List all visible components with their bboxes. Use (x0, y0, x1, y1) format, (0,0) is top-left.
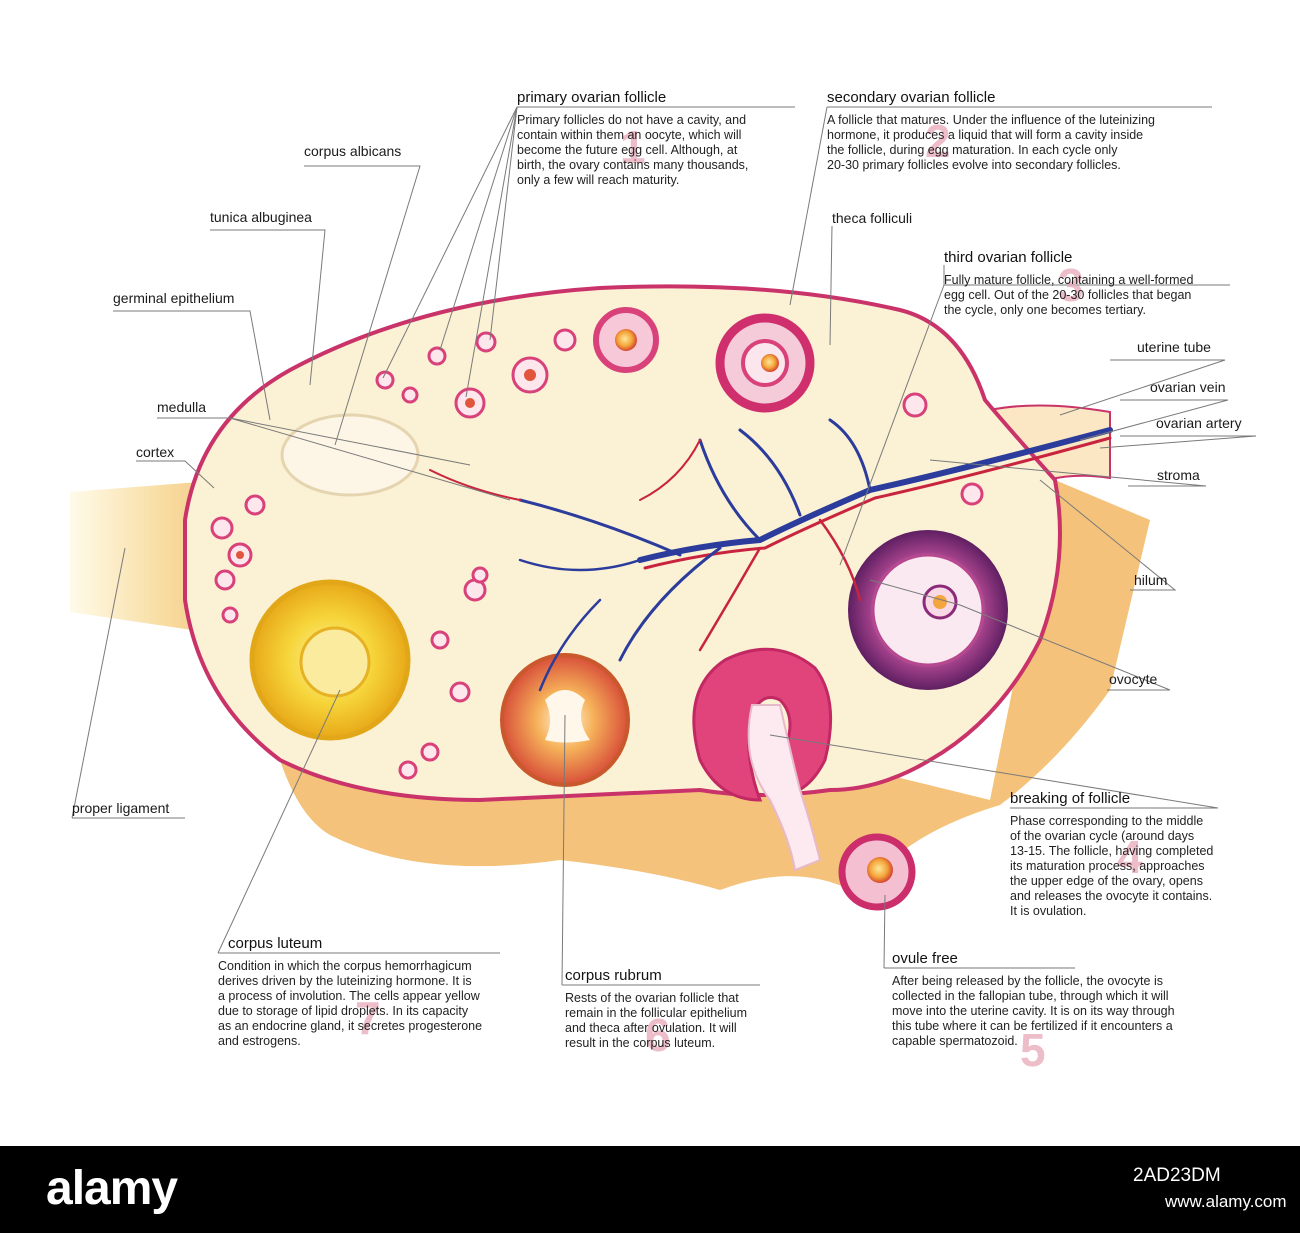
secondary-follicle-description: A follicle that matures. Under the influ… (827, 113, 1155, 172)
stage-number-6: 6 (645, 1009, 671, 1061)
primary-follicle-description: Primary follicles do not have a cavity, … (517, 113, 749, 187)
third-follicle-description: Fully mature follicle, containing a well… (944, 273, 1194, 317)
breaking-follicle-title: breaking of follicle (1010, 790, 1131, 807)
corpus-luteum-description: Condition in which the corpus hemorrhagi… (218, 959, 483, 1048)
stage-number-4: 4 (1117, 831, 1143, 883)
leader-lines (71, 106, 1257, 986)
ovarian-vessels (429, 418, 1113, 692)
corpus-rubrum-title: corpus rubrum (565, 967, 662, 984)
stage-number-1: 1 (620, 121, 646, 173)
label-ovarian-vein: ovarian vein (1150, 379, 1226, 395)
label-tunica-albuginea: tunica albuginea (210, 209, 312, 225)
label-medulla: medulla (157, 399, 207, 415)
stage-number-5: 5 (1020, 1024, 1046, 1076)
corpus-luteum-title: corpus luteum (228, 935, 323, 952)
ovule-free-description: After being released by the follicle, th… (892, 974, 1175, 1048)
ovary-diagram: corpus albicans tunica albuginea germina… (70, 89, 1257, 1076)
image-id: 2AD23DM (1133, 1165, 1221, 1186)
label-hilum: hilum (1134, 572, 1168, 588)
stage-number-7: 7 (355, 992, 381, 1044)
label-corpus-albicans: corpus albicans (304, 143, 402, 159)
primary-follicle-title: primary ovarian follicle (517, 89, 667, 106)
stage-number-2: 2 (925, 115, 951, 167)
label-cortex: cortex (136, 444, 175, 460)
label-germinal-epithelium: germinal epithelium (113, 290, 235, 306)
alamy-logo: alamy (46, 1162, 178, 1215)
label-theca-folliculi: theca folliculi (832, 210, 913, 226)
label-proper-ligament: proper ligament (72, 800, 170, 816)
ovary-illustration (70, 106, 1257, 986)
label-ovarian-artery: ovarian artery (1156, 415, 1242, 431)
corpus-albicans-shape (280, 413, 420, 497)
ovule-free-title: ovule free (892, 950, 958, 967)
third-follicle-title: third ovarian follicle (944, 249, 1073, 266)
ovulation-stream (747, 704, 822, 872)
secondary-follicle-title: secondary ovarian follicle (827, 89, 996, 106)
watermark-footer: alamy 2AD23DM www.alamy.com (0, 1146, 1300, 1233)
label-stroma: stroma (1157, 467, 1200, 483)
label-ovocyte: ovocyte (1109, 671, 1158, 687)
stage-number-3: 3 (1058, 259, 1084, 311)
label-uterine-tube: uterine tube (1137, 339, 1211, 355)
site-url: www.alamy.com (1165, 1192, 1287, 1211)
